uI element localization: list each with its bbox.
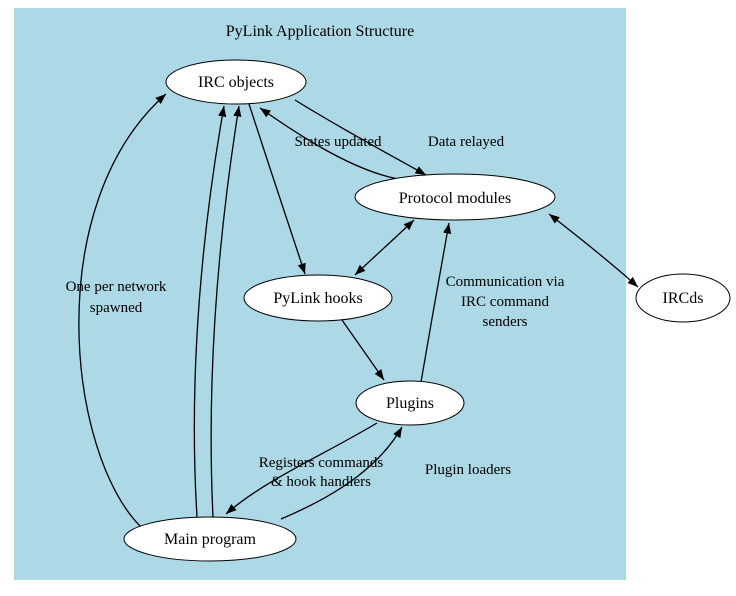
edge-label-one-per-network-line2: spawned: [90, 300, 143, 316]
edge-protocol-modules-to-irc-objects-states-updated: [259, 107, 399, 180]
node-pylink-hooks: PyLink hooks: [243, 274, 393, 322]
edge-protocol-modules-ircds-bidirectional: [548, 213, 639, 288]
edge-label-states-updated: States updated: [294, 134, 382, 150]
main-program-ellipse: [123, 516, 297, 562]
irc-objects-ellipse: [165, 59, 307, 105]
protocol-modules-label: Protocol modules: [399, 190, 511, 207]
edge-label-registers-line1: Registers commands: [259, 455, 384, 471]
edge-irc-objects-to-protocol-modules: [294, 99, 427, 176]
edge-main-program-to-irc-objects-inner-2: [210, 105, 242, 518]
node-ircds: IRCds: [635, 273, 731, 323]
irc-objects-label: IRC objects: [198, 74, 274, 91]
ircds-label: IRCds: [663, 290, 704, 307]
main-program-label: Main program: [164, 531, 257, 548]
edge-label-communication-line3: senders: [483, 314, 528, 330]
edge-label-one-per-network-line1: One per network: [66, 279, 167, 295]
node-plugins: Plugins: [355, 380, 465, 426]
edge-main-program-to-irc-objects-outer: [78, 93, 167, 528]
node-main-program: Main program: [123, 516, 297, 562]
edge-pylink-hooks-to-plugins: [341, 319, 385, 381]
edge-main-program-to-plugins-plugin-loaders: [280, 426, 403, 520]
edge-label-data-relayed: Data relayed: [428, 134, 505, 150]
edge-plugins-to-protocol-modules-communication: [420, 222, 452, 383]
edge-label-plugin-loaders: Plugin loaders: [425, 462, 511, 478]
edge-irc-objects-to-pylink-hooks: [248, 103, 306, 275]
pylink-hooks-label: PyLink hooks: [273, 290, 362, 307]
diagram-title: PyLink Application Structure: [226, 23, 414, 40]
node-protocol-modules: Protocol modules: [354, 173, 556, 221]
edge-label-communication-line2: IRC command: [461, 294, 549, 310]
edge-protocol-modules-pylink-hooks-bidirectional: [354, 219, 415, 276]
edge-label-communication-line1: Communication via: [446, 274, 565, 290]
protocol-modules-ellipse: [354, 173, 556, 221]
edge-label-registers-line2: & hook handlers: [271, 474, 371, 490]
plugins-ellipse: [355, 380, 465, 426]
edge-plugins-to-main-program-registers: [225, 422, 378, 515]
pylink-hooks-ellipse: [243, 274, 393, 322]
ircds-ellipse: [635, 273, 731, 323]
edge-main-program-to-irc-objects-inner-1: [193, 105, 227, 518]
node-irc-objects: IRC objects: [165, 59, 307, 105]
plugins-label: Plugins: [386, 395, 434, 412]
